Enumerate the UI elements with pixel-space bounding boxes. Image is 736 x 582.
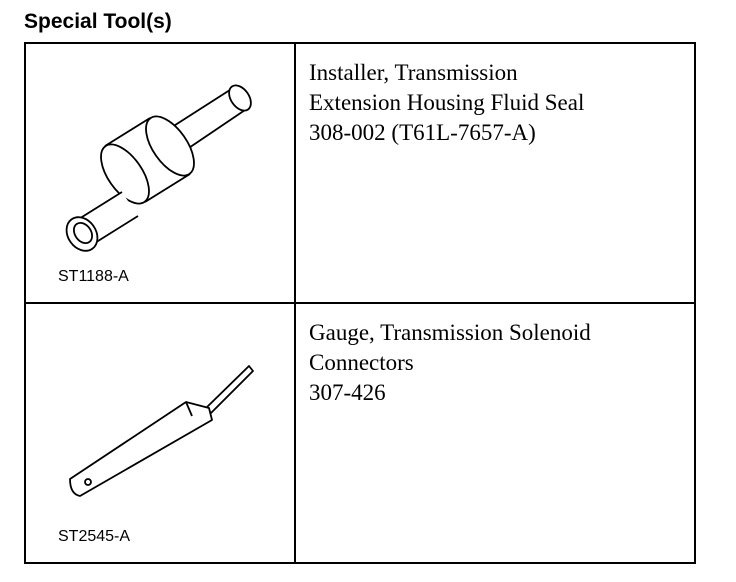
tool-description: Gauge, Transmission Solenoid Connectors …	[296, 304, 694, 408]
tool-row: ST2545-A Gauge, Transmission Solenoid Co…	[24, 302, 696, 564]
tool-row: ST1188-A Installer, Transmission Extensi…	[24, 42, 696, 304]
tool-image-cell: ST2545-A	[24, 302, 296, 564]
tool-image-cell: ST1188-A	[24, 42, 296, 304]
tool-number: 308-002 (T61L-7657-A)	[309, 120, 536, 145]
special-tools-table: ST1188-A Installer, Transmission Extensi…	[24, 42, 696, 564]
tool-description-cell: Gauge, Transmission Solenoid Connectors …	[294, 302, 696, 564]
solenoid-connector-gauge-icon	[69, 365, 254, 497]
tool-number: 307-426	[309, 380, 386, 405]
tool-name-line: Gauge, Transmission Solenoid	[309, 320, 591, 345]
tool-name-line: Connectors	[309, 350, 414, 375]
seal-installer-icon	[65, 84, 252, 252]
section-title: Special Tool(s)	[24, 10, 172, 33]
tool-name-line: Extension Housing Fluid Seal	[309, 90, 585, 115]
tool-image-code: ST2545-A	[58, 528, 131, 545]
tool-name-line: Installer, Transmission	[309, 60, 518, 85]
tool-image-code: ST1188-A	[58, 268, 129, 285]
tool-description: Installer, Transmission Extension Housin…	[296, 44, 694, 148]
tool-description-cell: Installer, Transmission Extension Housin…	[294, 42, 696, 304]
